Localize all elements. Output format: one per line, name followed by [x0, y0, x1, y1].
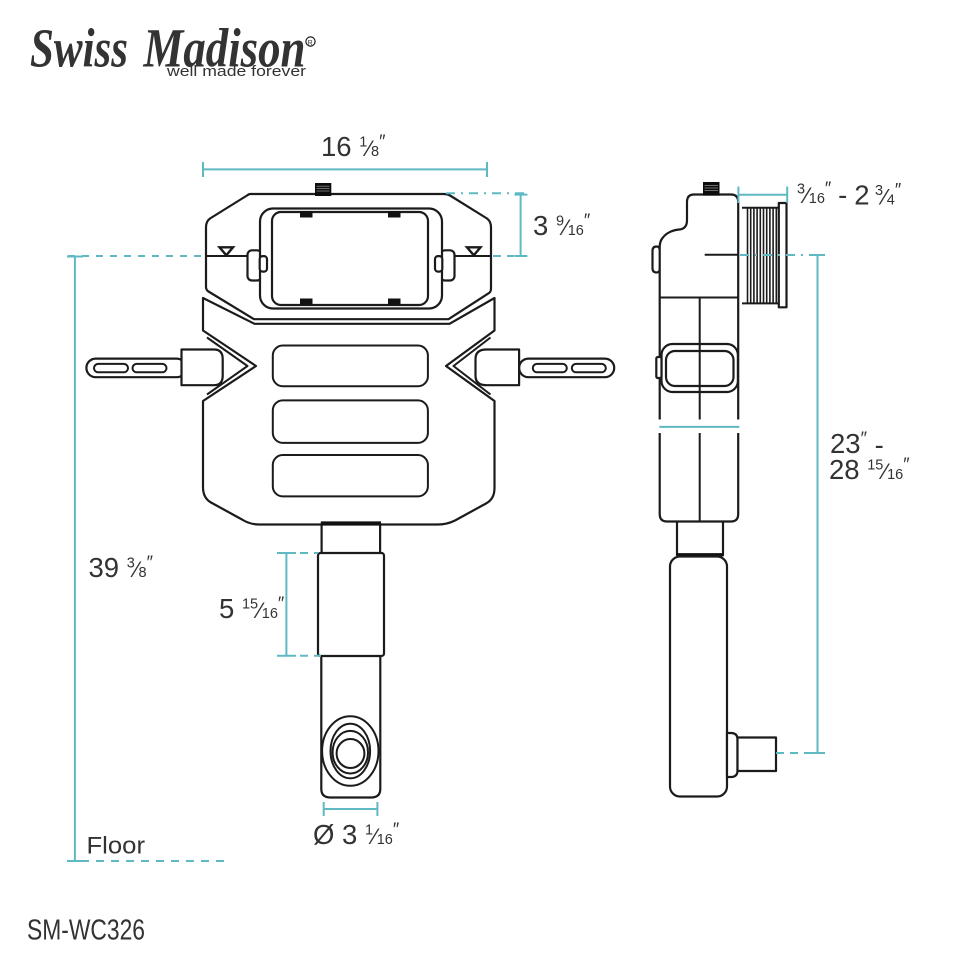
svg-text:3⁄16″ - 2 3⁄4″: 3⁄16″ - 2 3⁄4″ [797, 179, 902, 211]
svg-text:R: R [308, 40, 313, 47]
svg-text:23″ -: 23″ - [830, 428, 884, 461]
svg-text:28 15⁄16″: 28 15⁄16″ [829, 454, 910, 485]
svg-text:Swiss: Swiss [30, 18, 128, 79]
svg-text:Ø 3 1⁄16″: Ø 3 1⁄16″ [313, 819, 400, 850]
svg-text:Madison: Madison [143, 18, 306, 79]
svg-text:5 15⁄16″: 5 15⁄16″ [219, 593, 285, 624]
svg-text:SM-WC326: SM-WC326 [27, 915, 145, 947]
svg-text:Floor: Floor [87, 833, 146, 860]
svg-text:well made forever: well made forever [166, 64, 306, 80]
